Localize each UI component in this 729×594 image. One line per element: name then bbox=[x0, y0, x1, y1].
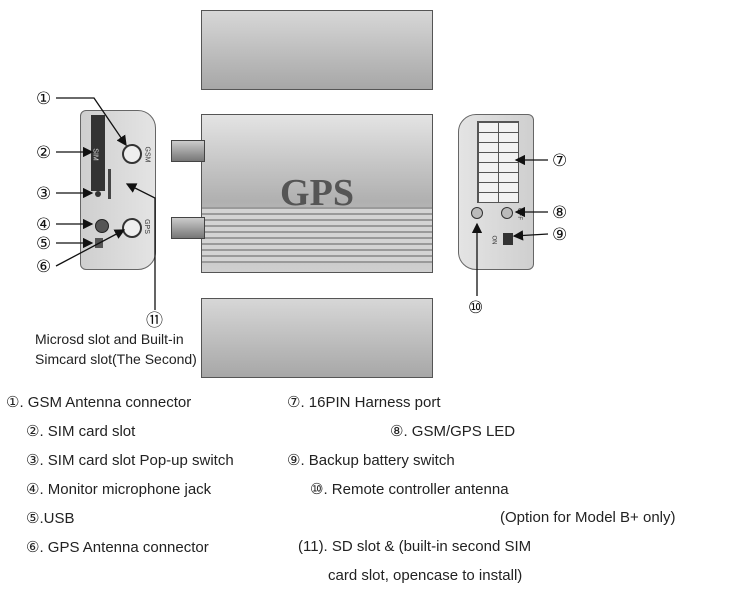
legend-item-11: (11). SD slot & (built-in second SIM bbox=[298, 538, 532, 555]
gsm-led bbox=[471, 207, 483, 219]
leader-9 bbox=[512, 230, 549, 241]
callout-6: ⑥ bbox=[36, 257, 52, 276]
sd-caption-line1: Microsd slot and Built-in bbox=[35, 331, 184, 347]
device-body: GPS bbox=[201, 114, 433, 273]
legend-item-5: ⑤.USB bbox=[26, 510, 75, 527]
top-view-panel bbox=[201, 10, 433, 90]
callout-2: ② bbox=[36, 143, 52, 162]
popup-switch bbox=[95, 191, 101, 197]
legend-item-8: ⑧. GSM/GPS LED bbox=[390, 423, 516, 440]
sd-caption-line2: Simcard slot(The Second) bbox=[35, 351, 197, 367]
legend-item-11-cont: card slot, opencase to install) bbox=[328, 567, 523, 584]
callout-3: ③ bbox=[36, 184, 52, 203]
gps-led bbox=[501, 207, 513, 219]
right-end-panel: OFF ON bbox=[458, 114, 534, 270]
legend-model-note: (Option for Model B+ only) bbox=[500, 509, 676, 526]
leader-6 bbox=[55, 229, 126, 267]
sd-slot bbox=[108, 169, 111, 199]
callout-4: ④ bbox=[36, 215, 52, 234]
legend-item-9: ⑨. Backup battery switch bbox=[287, 452, 455, 469]
callout-1: ① bbox=[36, 89, 52, 108]
legend-item-1: ①. GSM Antenna connector bbox=[6, 394, 192, 411]
leader-1 bbox=[56, 97, 127, 147]
device-brand-text: GPS bbox=[280, 172, 354, 214]
gps-connector bbox=[122, 218, 142, 238]
callout-9: ⑨ bbox=[552, 225, 568, 244]
callout-11: ⑪ bbox=[146, 311, 163, 330]
legend-item-2: ②. SIM card slot bbox=[26, 423, 136, 440]
gsm-connector bbox=[122, 144, 142, 164]
callout-10: ⑩ bbox=[468, 298, 484, 317]
gps-antenna-post bbox=[171, 217, 205, 239]
mic-jack bbox=[95, 219, 109, 233]
battery-switch bbox=[503, 233, 513, 245]
legend-item-6: ⑥. GPS Antenna connector bbox=[26, 539, 209, 556]
gsm-antenna-post bbox=[171, 140, 205, 162]
legend-item-4: ④. Monitor microphone jack bbox=[26, 481, 212, 498]
legend-item-10: ⑩. Remote controller antenna bbox=[310, 481, 509, 498]
harness-port bbox=[477, 121, 519, 203]
sim-card-slot bbox=[91, 115, 105, 191]
leader-11 bbox=[125, 183, 156, 310]
callout-8: ⑧ bbox=[552, 203, 568, 222]
bottom-view-panel bbox=[201, 298, 433, 378]
legend-item-7: ⑦. 16PIN Harness port bbox=[287, 394, 441, 411]
legend-item-3: ③. SIM card slot Pop-up switch bbox=[26, 452, 234, 469]
callout-5: ⑤ bbox=[36, 234, 52, 253]
callout-7: ⑦ bbox=[552, 151, 568, 170]
device-ridges bbox=[202, 207, 432, 263]
